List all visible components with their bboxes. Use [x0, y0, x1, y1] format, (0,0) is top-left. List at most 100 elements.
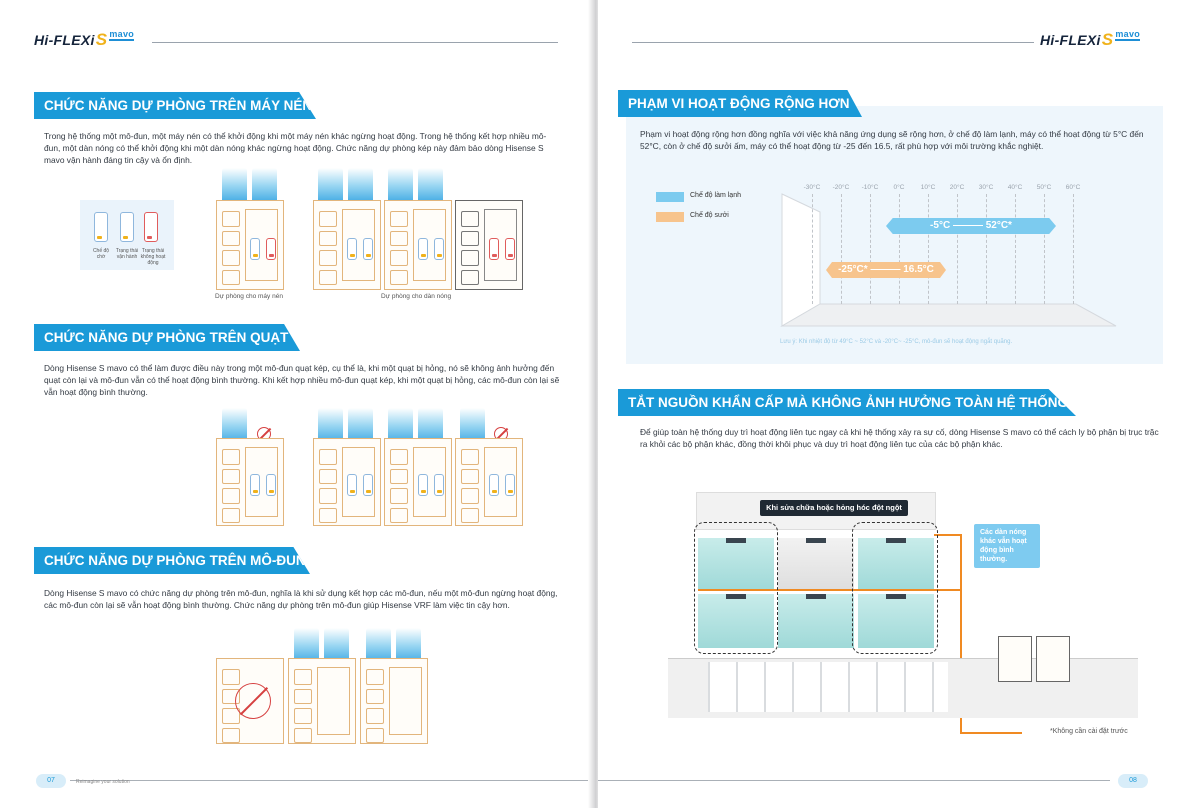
dual-fan-unit [216, 438, 284, 526]
unit-grille [366, 669, 384, 743]
legend-standby: Chế độ chờ [92, 248, 110, 260]
unit-interior [413, 209, 446, 281]
failed-compressor-icon [266, 238, 276, 260]
airflow-icon [348, 408, 373, 440]
footer-rule [70, 780, 590, 781]
section-text-emergency: Để giúp toàn hệ thống duy trì hoạt động … [640, 427, 1159, 449]
other-units-callout: Các dàn nóng khác vẫn hoạt động bình thư… [974, 524, 1040, 568]
temperature-tick-label: 50°C [1036, 184, 1052, 191]
temperature-gridline [957, 194, 958, 304]
unit-interior [245, 209, 278, 281]
heat-mode-label: Chế độ sưởi [690, 212, 729, 219]
airflow-icon [388, 408, 413, 440]
unit-interior [342, 447, 375, 517]
temperature-gridline [841, 194, 842, 304]
header-rule [152, 42, 558, 43]
indoor-unit-icon [886, 538, 906, 543]
caption-outdoor-backup: Dự phòng cho dàn nóng [381, 293, 452, 300]
stopped-compressor-icon [144, 212, 158, 242]
cool-mode-swatch [656, 192, 684, 202]
chart-backdrop [780, 193, 1117, 327]
outdoor-unit [384, 200, 452, 290]
room [698, 538, 774, 590]
compressor-icon [266, 474, 276, 496]
logo-mark: S [1101, 30, 1114, 49]
temperature-gridline [1044, 194, 1045, 304]
stopped-module [216, 658, 284, 744]
footnote: *Không cần cài đặt trước [1050, 728, 1128, 735]
outdoor-unit [216, 200, 284, 290]
cool-mode-label: Chế độ làm lạnh [690, 192, 741, 199]
room [698, 594, 774, 648]
heat-mode-swatch [656, 212, 684, 222]
airflow-icon [418, 408, 443, 440]
unit-interior [389, 667, 422, 735]
compressor-legend: Chế độ chờ Trạng thái vận hành Trạng thá… [80, 200, 174, 270]
airflow-icon [318, 168, 343, 200]
airflow-icon [324, 628, 349, 660]
range-note: Lưu ý: Khi nhiệt độ từ 49°C ~ 52°C và -2… [780, 339, 1013, 345]
section-title-fan: CHỨC NĂNG DỰ PHÒNG TRÊN QUẠT [34, 324, 300, 351]
cooling-range-bar: -5°C ——— 52°C* [886, 218, 1056, 234]
unit-interior [342, 209, 375, 281]
footer-rule [598, 780, 1110, 781]
logo-text: Hi-FLEXi [1040, 32, 1101, 48]
temperature-gridline [1073, 194, 1074, 304]
building-illustration: Khi sửa chữa hoặc hỏng hóc đột ngột Các … [668, 488, 1138, 738]
outdoor-unit [998, 636, 1032, 682]
unit-grille [461, 449, 479, 523]
section-text-compressor: Trong hệ thống một mô-đun, một máy nén c… [44, 131, 547, 165]
compressor-icon [505, 474, 515, 496]
logo-sub: mavo [1115, 29, 1141, 41]
footer-tagline: Reimagine your solution [76, 779, 130, 785]
unit-grille [222, 449, 240, 523]
logo-mark: S [95, 30, 108, 49]
dual-fan-unit [313, 438, 381, 526]
airflow-icon [222, 168, 247, 200]
unit-grille [319, 449, 337, 523]
temperature-tick-label: 60°C [1065, 184, 1081, 191]
unit-interior [317, 667, 350, 735]
airflow-icon [418, 168, 443, 200]
airflow-icon [222, 408, 247, 440]
dual-fan-unit [455, 438, 523, 526]
unit-grille [390, 449, 408, 523]
section-text-range: Phạm vi hoạt động rộng hơn đồng nghĩa vớ… [640, 129, 1144, 151]
temperature-gridline [986, 194, 987, 304]
failed-compressor-icon [489, 238, 499, 260]
standby-compressor-icon [94, 212, 108, 242]
compressor-icon [250, 474, 260, 496]
compressor-icon [489, 474, 499, 496]
compressor-icon [347, 238, 357, 260]
room [858, 538, 934, 590]
refrigerant-pipe [698, 589, 962, 591]
unit-interior [413, 447, 446, 517]
refrigerant-pipe [960, 534, 962, 734]
running-compressor-icon [120, 212, 134, 242]
refrigerant-pipe [960, 732, 1022, 734]
indoor-unit-icon [726, 538, 746, 543]
indoor-unit-icon [886, 594, 906, 599]
lobby-facade [708, 662, 948, 712]
logo-text: Hi-FLEXi [34, 32, 95, 48]
temperature-gridline [870, 194, 871, 304]
airflow-icon [460, 408, 485, 440]
module-failure-icon [235, 683, 271, 719]
indoor-unit-icon [806, 538, 826, 543]
airflow-icon [252, 168, 277, 200]
temperature-tick-label: -10°C [861, 184, 879, 191]
temperature-tick-label: 10°C [920, 184, 936, 191]
airflow-icon [294, 628, 319, 660]
temperature-tick-label: 40°C [1007, 184, 1023, 191]
unit-interior [484, 209, 517, 281]
compressor-icon [347, 474, 357, 496]
temperature-gridline [928, 194, 929, 304]
caption-compressor-backup: Dự phòng cho máy nén [215, 293, 283, 300]
unit-grille [390, 211, 408, 285]
unit-interior [245, 447, 278, 517]
room-isolated [778, 538, 854, 590]
